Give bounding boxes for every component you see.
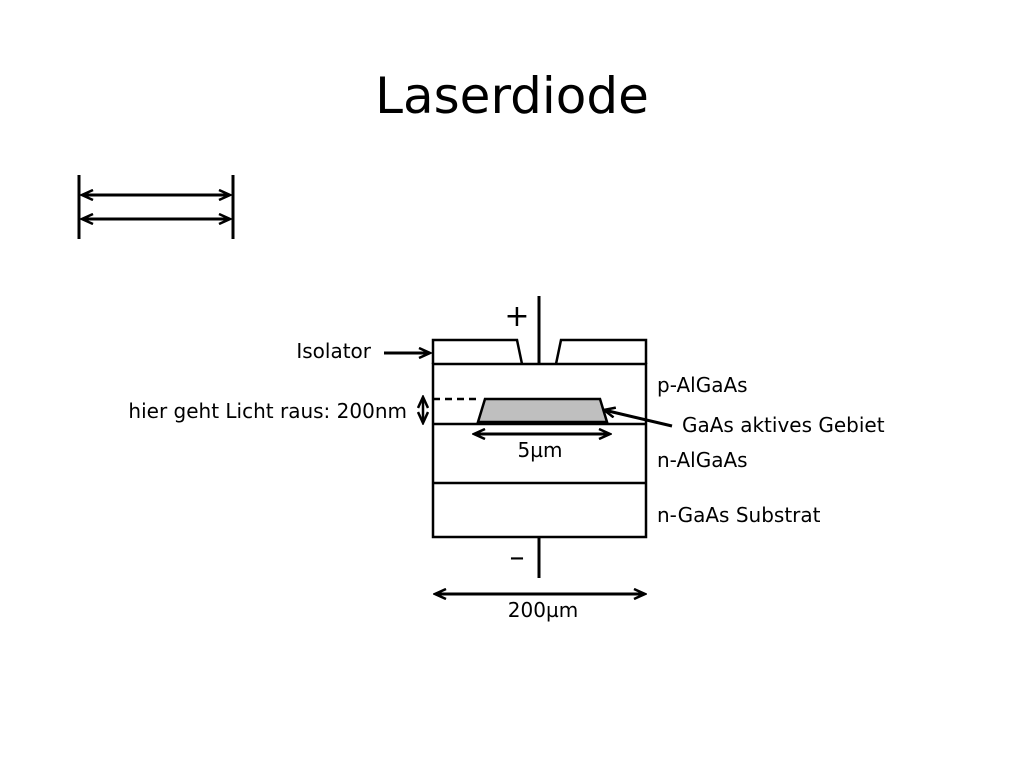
chip-width-label: 200µm [508, 598, 578, 622]
light-exit-label: hier geht Licht raus: 200nm [128, 399, 407, 423]
slide-title: Laserdiode [375, 67, 649, 125]
p-algaas-label: p-AlGaAs [657, 373, 748, 397]
plus-sign: + [504, 299, 529, 334]
scale-bracket-graphic [77, 175, 235, 239]
active-width-label: 5µm [518, 438, 563, 462]
active-region-pointer-arrow [604, 410, 673, 428]
active-region [476, 397, 609, 424]
isolator-right [554, 338, 648, 365]
minus-sign: – [510, 540, 525, 575]
active-region-label: GaAs aktives Gebiet [682, 413, 885, 437]
isolator-label: Isolator [296, 339, 371, 363]
n-algaas-label: n-AlGaAs [657, 448, 748, 472]
substrate-label: n-GaAs Substrat [657, 503, 821, 527]
isolator-left [431, 338, 524, 365]
